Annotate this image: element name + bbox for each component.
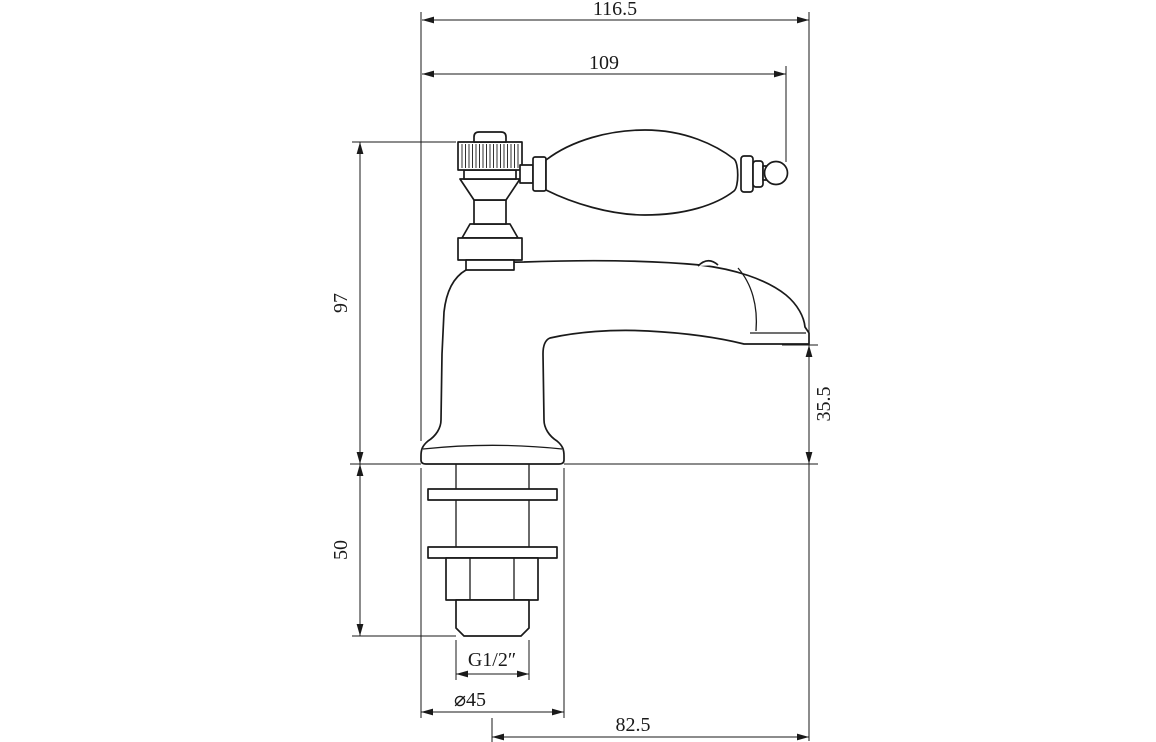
cap-dome [473,131,507,143]
dim-label-tail-length: 50 [330,540,352,560]
washer-bottom [427,546,558,559]
arrowhead [492,733,504,741]
lever-ferrule-small [752,160,764,188]
backnut [445,557,539,601]
dim-width-to-lever-tip: 109 [422,52,786,78]
collar-drum [457,237,523,261]
arrowhead [456,670,468,678]
dim-base-diameter: ⌀45 [421,689,564,716]
spout-head-face [737,267,758,332]
ceramic-lever-grip [545,129,739,216]
dim-label-spout-reach: 82.5 [616,714,651,736]
arrowhead [517,670,529,678]
lever-ferrule-large [740,155,754,193]
dim-thread-size: G1/2″ [456,649,529,678]
stem [473,199,507,225]
arrowhead [356,142,364,154]
arrowhead [356,464,364,476]
arrowhead [797,16,809,24]
collar-inset [465,259,515,271]
arrowhead [422,70,434,78]
dim-overall-width: 116.5 [422,0,809,24]
arrowhead [421,708,433,716]
arrowhead [774,70,786,78]
dim-label-thread-size: G1/2″ [468,649,516,671]
dim-label-width-to-lever-tip: 109 [589,52,619,74]
body-spout-outline [420,259,810,465]
thread-end [455,599,530,637]
lever-ball-end [763,160,789,186]
dim-spout-reach: 82.5 [492,714,809,741]
washer-top [427,488,558,501]
dim-label-height-above-deck: 97 [330,293,352,313]
body-and-spout [420,259,810,465]
extension-lines [350,12,818,742]
knurl-hatching [461,144,519,168]
arrowhead [422,16,434,24]
dim-height-above-deck: 97 [330,142,364,464]
dim-label-spout-outlet-height: 35.5 [813,387,835,422]
spout-top-bead [697,259,719,267]
arrowhead [552,708,564,716]
dim-spout-outlet-height: 35.5 [805,345,835,464]
lever-collar [532,156,547,192]
lever-handle [519,129,789,216]
bonnet-step [463,169,517,180]
bonnet [459,178,521,201]
faucet-drawing [420,129,810,637]
dim-tail-length: 50 [330,464,364,636]
arrowhead [805,345,813,357]
headwork-stack [457,131,523,271]
backnut-facets [469,558,515,600]
arrowhead [805,452,813,464]
dimensions: 116.5 109 97 50 [330,0,835,741]
stem-flare [461,223,519,239]
threaded-tail [427,464,558,637]
base-flange-edge [422,444,563,450]
dim-label-overall-width: 116.5 [593,0,637,20]
arrowhead [356,624,364,636]
arrowhead [797,733,809,741]
arrowhead [356,452,364,464]
lever-hub [519,164,534,184]
dim-label-base-diameter: ⌀45 [454,689,486,711]
